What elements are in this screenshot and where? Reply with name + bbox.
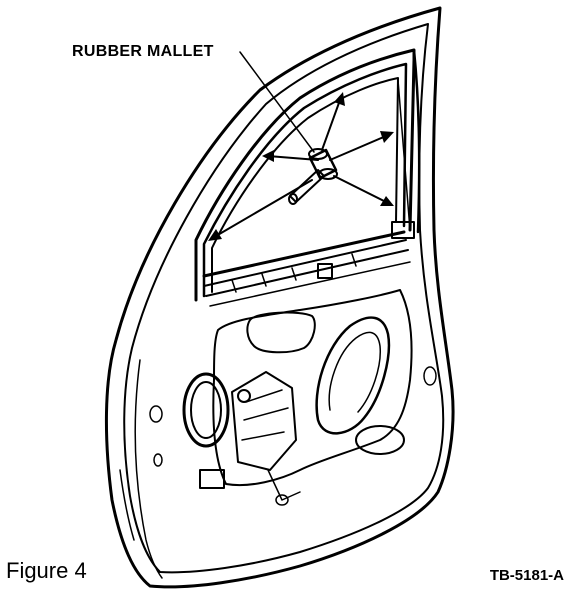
rubber-mallet-label: RUBBER MALLET	[72, 43, 214, 60]
arrow-icon	[208, 179, 313, 241]
door-outer-panel	[104, 6, 455, 589]
reference-code: TB-5181-A	[489, 567, 564, 584]
direction-arrows	[208, 92, 394, 241]
callout-leader-line	[239, 51, 315, 153]
arrow-icon	[329, 131, 394, 161]
inner-panel	[149, 289, 437, 506]
rubber-mallet-icon	[288, 148, 338, 205]
window-beltline	[202, 221, 415, 307]
arrow-icon	[333, 175, 394, 206]
arrow-icon	[262, 150, 319, 162]
arrow-icon	[321, 92, 345, 151]
window-frame	[194, 48, 421, 302]
figure-caption: Figure 4	[6, 558, 87, 583]
